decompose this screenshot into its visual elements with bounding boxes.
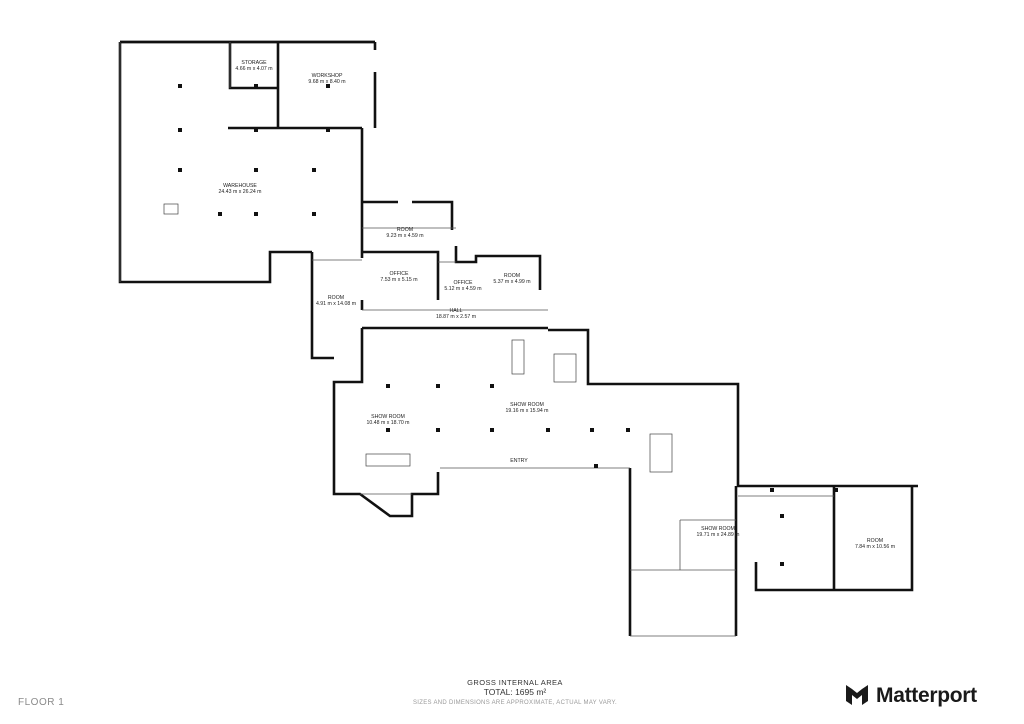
svg-text:5.37 m x 4.99 m: 5.37 m x 4.99 m [493, 279, 530, 285]
svg-text:ROOM: ROOM [397, 227, 413, 233]
brand: Matterport [844, 681, 977, 711]
svg-text:4.66 m x 4.07 m: 4.66 m x 4.07 m [235, 66, 272, 72]
office-b-walls [454, 246, 542, 290]
area-total: TOTAL: 1695 m² [483, 687, 547, 697]
hall-walls [360, 300, 548, 330]
svg-text:ROOM: ROOM [867, 538, 883, 544]
showroom-b-walls [548, 328, 918, 488]
showroom-c-walls [628, 468, 914, 636]
stairs-icon [553, 353, 577, 383]
svg-text:SHOW ROOM: SHOW ROOM [701, 526, 735, 532]
matterport-logo-icon [844, 681, 870, 712]
room-labels: STORAGE 4.66 m x 4.07 m WORKSHOP 9.68 m … [219, 60, 896, 550]
svg-text:7.53 m x 5.15 m: 7.53 m x 5.15 m [380, 277, 417, 283]
svg-text:OFFICE: OFFICE [389, 271, 409, 277]
svg-text:ROOM: ROOM [504, 273, 520, 279]
svg-text:7.84 m x 10.56 m: 7.84 m x 10.56 m [855, 544, 895, 550]
stairs-icon [163, 203, 179, 215]
brand-name: Matterport [876, 684, 977, 707]
svg-text:19.16 m x 15.94 m: 19.16 m x 15.94 m [506, 408, 549, 414]
svg-text:WAREHOUSE: WAREHOUSE [223, 183, 257, 189]
svg-text:10.48 m x 18.70 m: 10.48 m x 18.70 m [367, 420, 410, 426]
area-title: GROSS INTERNAL AREA [467, 678, 563, 687]
svg-text:24.43 m x 26.24 m: 24.43 m x 26.24 m [219, 189, 262, 195]
counter [511, 339, 525, 375]
showroom-walls [332, 328, 440, 518]
svg-text:SHOW ROOM: SHOW ROOM [371, 414, 405, 420]
svg-text:STORAGE: STORAGE [241, 60, 267, 66]
svg-text:ROOM: ROOM [328, 295, 344, 301]
svg-text:HALL: HALL [450, 308, 463, 314]
desk [649, 433, 673, 473]
room-c-walls [310, 252, 334, 360]
svg-text:9.68 m x 8.40 m: 9.68 m x 8.40 m [308, 79, 345, 85]
svg-text:ENTRY: ENTRY [510, 458, 528, 464]
svg-text:OFFICE: OFFICE [453, 280, 473, 286]
svg-text:WORKSHOP: WORKSHOP [312, 73, 343, 79]
svg-text:18.87 m x 2.57 m: 18.87 m x 2.57 m [436, 314, 476, 320]
area-note: SIZES AND DIMENSIONS ARE APPROXIMATE, AC… [412, 700, 618, 706]
svg-text:5.12 m x 4.59 m: 5.12 m x 4.59 m [444, 286, 481, 292]
floor-label: FLOOR 1 [18, 697, 65, 708]
svg-text:19.71 m x 24.89 m: 19.71 m x 24.89 m [697, 532, 740, 538]
room-a-walls [362, 200, 454, 300]
svg-text:9.23 m x 4.59 m: 9.23 m x 4.59 m [386, 233, 423, 239]
svg-text:4.91 m x 14.08 m: 4.91 m x 14.08 m [316, 301, 356, 307]
svg-text:SHOW ROOM: SHOW ROOM [510, 402, 544, 408]
counter [365, 453, 411, 467]
columns [178, 84, 838, 566]
warehouse-outline [118, 40, 375, 284]
